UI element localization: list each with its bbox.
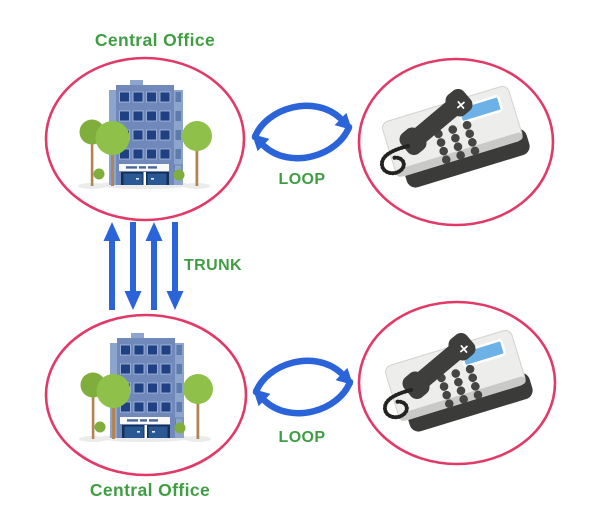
central-office-top-ellipse: [44, 56, 246, 222]
trunk-arrow-up-icon: [145, 222, 163, 310]
building-icon-bottom: [78, 332, 214, 443]
trunk-arrow-down-icon: [124, 222, 142, 310]
telephone-bottom-ellipse: [357, 300, 557, 466]
telephone-icon-top: [378, 81, 534, 195]
trunk-arrow-up-icon: [103, 222, 121, 310]
trunk-arrow-down-icon: [166, 222, 184, 310]
central-office-label-bottom: Central Office: [89, 480, 211, 500]
loop-label-bottom: LOOP: [278, 429, 326, 446]
loop-label-top: LOOP: [278, 171, 326, 188]
central-office-bottom-ellipse: [44, 313, 248, 477]
building-icon-top: [77, 79, 213, 190]
loop-arrows-top-icon: [252, 106, 352, 158]
trunk-arrows: [103, 222, 184, 310]
central-office-label-top: Central Office: [94, 30, 216, 50]
telephone-icon-bottom: [381, 325, 537, 439]
trunk-label: TRUNK: [184, 257, 242, 274]
telephone-top-ellipse: [357, 57, 555, 227]
loop-arrows-bottom-icon: [253, 361, 353, 413]
